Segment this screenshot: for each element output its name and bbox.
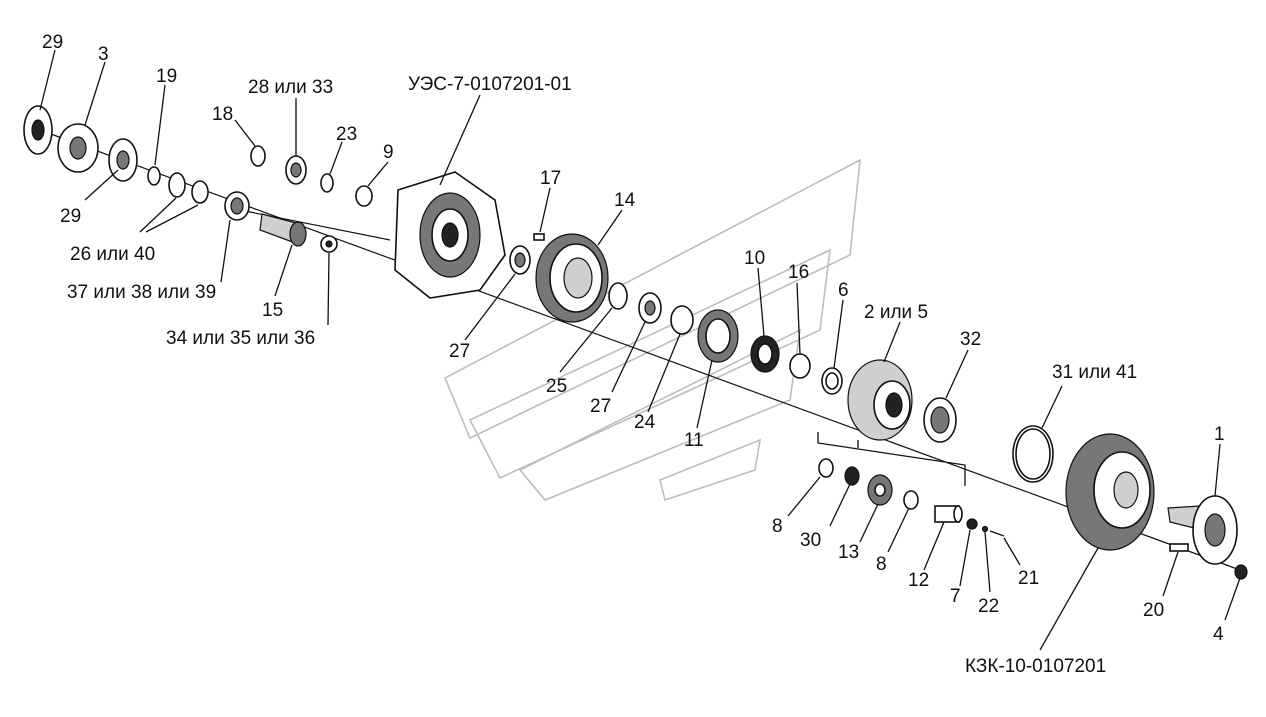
label-16: 16: [788, 262, 809, 283]
label-34-35-36: 34 или 35 или 36: [166, 328, 315, 349]
label-2-5: 2 или 5: [864, 302, 928, 323]
label-11: 11: [684, 430, 704, 451]
part-28-bearing: [285, 155, 307, 185]
part-31-ring: [1012, 425, 1054, 483]
label-28-33: 28 или 33: [248, 77, 333, 98]
label-30: 30: [800, 530, 821, 551]
label-31-41: 31 или 41: [1052, 362, 1137, 383]
label-32: 32: [960, 329, 981, 350]
label-24: 24: [634, 412, 656, 433]
housing-kzk10: [1065, 433, 1155, 551]
part-2-carrier: [847, 359, 913, 441]
part-14-gear: [535, 233, 609, 323]
part-37-bearing: [224, 191, 250, 221]
part-8-ring-a: [818, 458, 834, 478]
label-9: 9: [383, 142, 394, 163]
watermark-logo: [443, 158, 861, 502]
part-13-gear: [867, 474, 893, 506]
leader-lines: [39, 49, 1241, 651]
part-29-disc: [23, 105, 53, 155]
label-17: 17: [540, 168, 561, 189]
part-25-ring: [608, 282, 628, 310]
label-27a: 27: [449, 341, 470, 362]
label-10: 10: [744, 248, 765, 269]
label-37-38-39: 37 или 38 или 39: [67, 282, 216, 303]
label-13: 13: [838, 542, 859, 563]
part-34-nut: [320, 235, 338, 253]
label-1: 1: [1214, 424, 1225, 445]
label-21: 21: [1018, 568, 1039, 589]
label-15: 15: [262, 300, 283, 321]
part-24-ring: [670, 305, 694, 335]
part-1-flange: [1167, 495, 1238, 565]
label-29b: 29: [60, 206, 81, 227]
part-9-ring: [355, 185, 373, 207]
part-18-ring: [250, 145, 266, 167]
part-11-bearing: [697, 309, 739, 363]
label-assembly-bottom: КЗК-10-0107201: [965, 656, 1106, 677]
label-8b: 8: [876, 554, 887, 575]
part-20-bolt: [1169, 543, 1189, 552]
part-29-disc-b: [108, 138, 138, 182]
label-3: 3: [98, 44, 109, 65]
part-16-bushing: [789, 353, 811, 379]
part-3-bracket: [57, 123, 99, 173]
part-30-bearing: [844, 466, 860, 486]
label-23: 23: [336, 124, 357, 145]
label-6: 6: [838, 280, 849, 301]
label-22: 22: [978, 596, 999, 617]
part-8-ring-b: [903, 490, 919, 510]
part-7-washer: [966, 518, 978, 530]
label-19: 19: [156, 66, 177, 87]
part-19-ring: [147, 166, 161, 186]
label-25: 25: [546, 376, 567, 397]
part-labels: 29 3 19 29 26 или 40 37 или 38 или 39 18…: [42, 32, 1225, 677]
assembly-axis: [39, 129, 1241, 571]
label-7: 7: [950, 586, 961, 607]
label-18: 18: [212, 104, 233, 125]
lower-bracket: [817, 432, 966, 486]
label-assembly-top: УЭС-7-0107201-01: [408, 74, 572, 95]
part-6-ring: [821, 367, 843, 395]
label-14: 14: [614, 190, 636, 211]
part-32-seal: [923, 397, 957, 443]
label-27b: 27: [590, 396, 611, 417]
part-10-bearing: [750, 335, 780, 373]
part-21-pin: [989, 530, 1005, 537]
part-26-ring-a: [168, 172, 186, 198]
part-4-nut: [1234, 564, 1248, 580]
part-27-seal: [509, 245, 531, 275]
part-15-shaft: [259, 213, 307, 247]
part-12-axle: [934, 505, 963, 523]
label-4: 4: [1213, 624, 1224, 645]
part-22-ball: [981, 525, 989, 533]
label-26-40: 26 или 40: [70, 244, 155, 265]
part-26-ring-b: [191, 180, 209, 204]
label-12: 12: [908, 570, 929, 591]
housing-ues7: [394, 171, 506, 299]
label-20: 20: [1143, 600, 1164, 621]
part-17-pin: [533, 233, 545, 241]
part-27-seal-b: [638, 292, 662, 324]
label-8a: 8: [772, 516, 783, 537]
label-29a: 29: [42, 32, 63, 53]
part-23-ring: [320, 173, 334, 193]
